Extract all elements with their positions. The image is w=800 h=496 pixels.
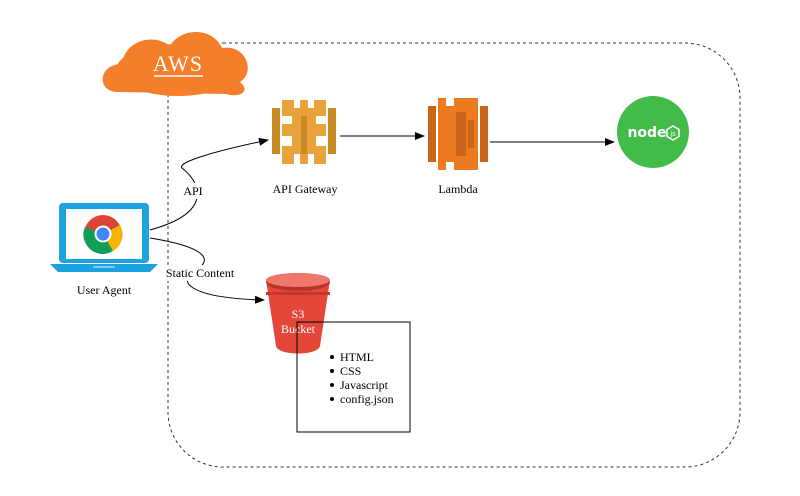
lambda-icon bbox=[428, 98, 488, 170]
api-gateway-icon bbox=[272, 100, 336, 164]
s3-label-line1: S3 bbox=[292, 307, 305, 321]
list-item: HTML bbox=[340, 350, 374, 364]
svg-text:js: js bbox=[669, 130, 676, 138]
edge-user-to-api-gateway bbox=[149, 137, 269, 231]
static-content-edge-label: Static Content bbox=[166, 266, 235, 280]
user-agent-label: User Agent bbox=[77, 283, 132, 297]
aws-label: AWS bbox=[153, 51, 203, 76]
s3-contents-box bbox=[296, 321, 411, 433]
chrome-icon bbox=[83, 215, 123, 255]
nodejs-label: node bbox=[627, 125, 666, 141]
nodejs-icon: node js bbox=[617, 96, 689, 168]
aws-boundary bbox=[167, 42, 741, 468]
list-item: CSS bbox=[340, 364, 361, 378]
api-edge-label: API bbox=[183, 184, 202, 198]
lambda-label: Lambda bbox=[438, 182, 478, 196]
list-item: config.json bbox=[340, 392, 394, 406]
s3-label-line2: Bucket bbox=[281, 322, 316, 336]
list-item: Javascript bbox=[340, 378, 389, 392]
aws-cloud-icon: AWS bbox=[102, 32, 248, 96]
s3-contents-list: HTML CSS Javascript config.json bbox=[330, 350, 394, 406]
s3-bucket-icon: S3 Bucket bbox=[266, 273, 330, 354]
api-gateway-label: API Gateway bbox=[273, 182, 338, 196]
